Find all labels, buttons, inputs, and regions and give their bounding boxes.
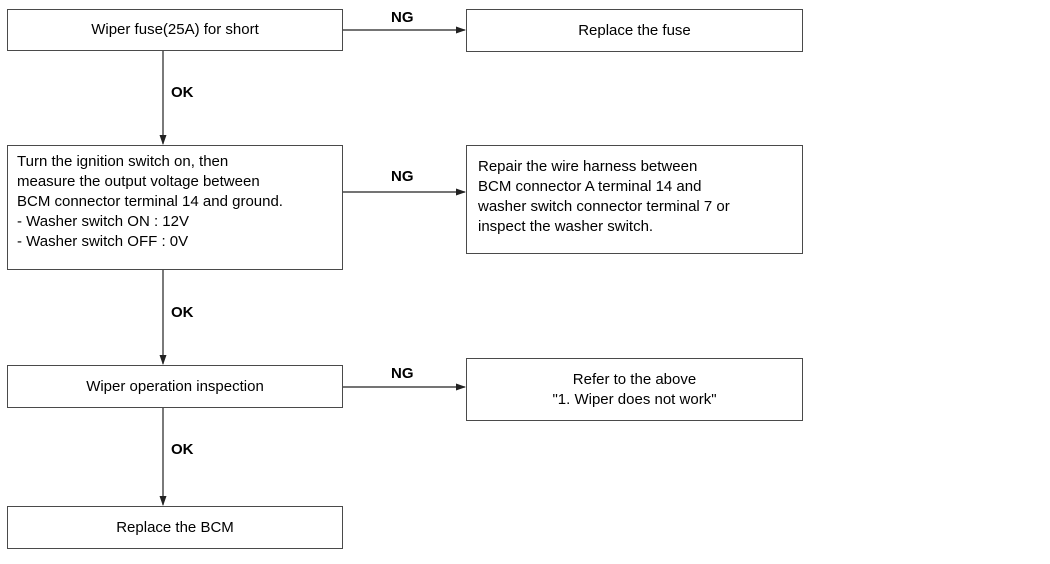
remedy-replace-fuse-text: Replace the fuse [578, 21, 691, 39]
step-voltage-check-line: BCM connector terminal 14 and ground. [17, 193, 283, 210]
step-voltage-check-line: Turn the ignition switch on, then [17, 153, 229, 170]
step-voltage-check-line: measure the output voltage between [17, 173, 260, 190]
step-replace-bcm: Replace the BCM [7, 506, 343, 549]
step-fuse-check: Wiper fuse(25A) for short [7, 9, 343, 51]
step-replace-bcm-text: Replace the BCM [116, 518, 234, 536]
ok-label: OK [171, 441, 194, 458]
ok-label: OK [171, 84, 194, 101]
ok-label: OK [171, 304, 194, 321]
ng-label: NG [391, 168, 414, 185]
step-fuse-check-text: Wiper fuse(25A) for short [91, 21, 259, 38]
remedy-refer-above: Refer to the above "1. Wiper does not wo… [466, 358, 803, 421]
step-operation-inspection: Wiper operation inspection [7, 365, 343, 408]
step-voltage-check-line: - Washer switch ON : 12V [17, 213, 189, 230]
ng-label: NG [391, 365, 414, 382]
remedy-repair-harness-line: inspect the washer switch. [478, 218, 654, 235]
remedy-repair-harness-line: BCM connector A terminal 14 and [478, 178, 702, 195]
step-operation-inspection-text: Wiper operation inspection [86, 377, 264, 395]
remedy-refer-above-line: Refer to the above [572, 370, 697, 388]
remedy-replace-fuse: Replace the fuse [466, 9, 803, 52]
remedy-repair-harness: Repair the wire harness between BCM conn… [466, 145, 803, 254]
remedy-repair-harness-line: washer switch connector terminal 7 or [478, 198, 730, 215]
ng-label: NG [391, 9, 414, 26]
step-voltage-check-line: - Washer switch OFF : 0V [17, 233, 189, 250]
remedy-repair-harness-line: Repair the wire harness between [478, 158, 698, 175]
remedy-refer-above-line: "1. Wiper does not work" [552, 390, 717, 408]
step-voltage-check: Turn the ignition switch on, then measur… [7, 145, 343, 270]
